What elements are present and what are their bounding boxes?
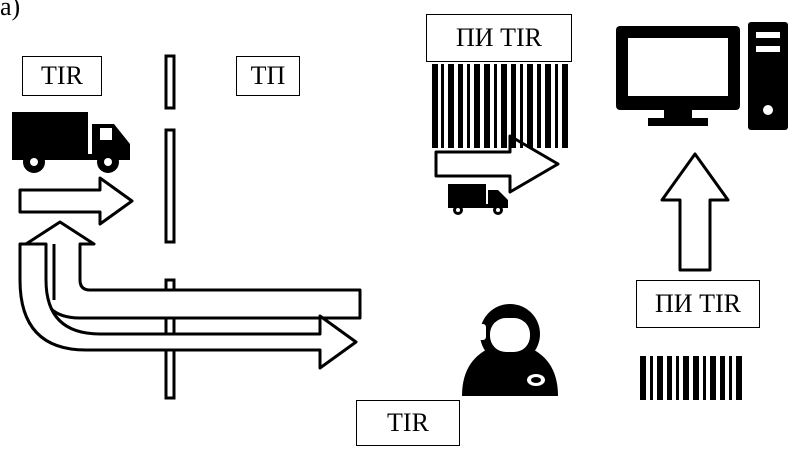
transmit-arrow xyxy=(434,134,560,194)
desktop-computer-icon xyxy=(616,22,788,130)
pi-tir-right-label: ПИ TIR xyxy=(636,280,760,328)
customs-post-label: ТП xyxy=(236,56,300,96)
truck-icon xyxy=(12,112,130,173)
barcode-icon xyxy=(432,64,568,148)
tir-carnet-label: TIR xyxy=(22,56,102,96)
small-truck-icon xyxy=(448,184,508,215)
return-arrow-front xyxy=(18,242,358,370)
barcode-icon xyxy=(640,356,742,400)
entry-arrow xyxy=(18,176,134,226)
tir-bottom-label: TIR xyxy=(356,400,460,446)
figure-fragment-label: а) xyxy=(0,0,21,21)
customs-operator-icon xyxy=(462,296,558,396)
return-arrow-back xyxy=(24,220,362,320)
upload-arrow xyxy=(660,152,730,272)
pi-tir-top-label: ПИ TIR xyxy=(426,14,572,62)
